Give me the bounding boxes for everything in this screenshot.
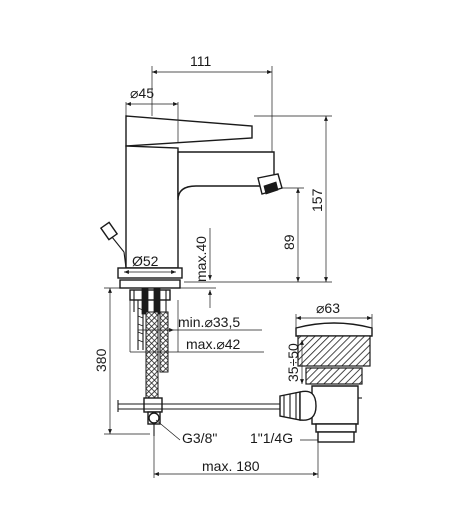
faucet-body xyxy=(125,115,283,269)
dim-waste-thread: 1"1/4G xyxy=(250,430,293,446)
dim-spout-height: 89 xyxy=(281,234,297,250)
dim-height: 157 xyxy=(309,188,325,212)
dim-hole-max: max.⌀42 xyxy=(186,336,241,352)
dim-hole-min: min.⌀33,5 xyxy=(178,314,240,330)
dimension-lines xyxy=(104,66,373,478)
dim-waste-diameter: ⌀63 xyxy=(316,300,340,316)
dim-waste-range: 35÷50 xyxy=(285,343,301,382)
waste-valve xyxy=(295,322,373,443)
deck-plate xyxy=(119,279,181,289)
dim-waste-reach: max. 180 xyxy=(202,458,260,474)
dim-base-diameter: Ø52 xyxy=(132,253,159,269)
dim-inlet: G3/8" xyxy=(182,430,217,446)
popup-rod xyxy=(99,221,127,269)
dim-total-length: 380 xyxy=(93,348,109,372)
dim-projection: 111 xyxy=(190,53,211,69)
mounting-assembly xyxy=(129,287,171,350)
dim-deck-thickness: max.40 xyxy=(193,236,209,282)
link-rod xyxy=(117,391,301,421)
hose-cold xyxy=(159,311,169,373)
dim-spout-diameter: ⌀45 xyxy=(130,85,154,101)
hose-hot xyxy=(145,311,159,413)
base-flange xyxy=(117,267,183,279)
